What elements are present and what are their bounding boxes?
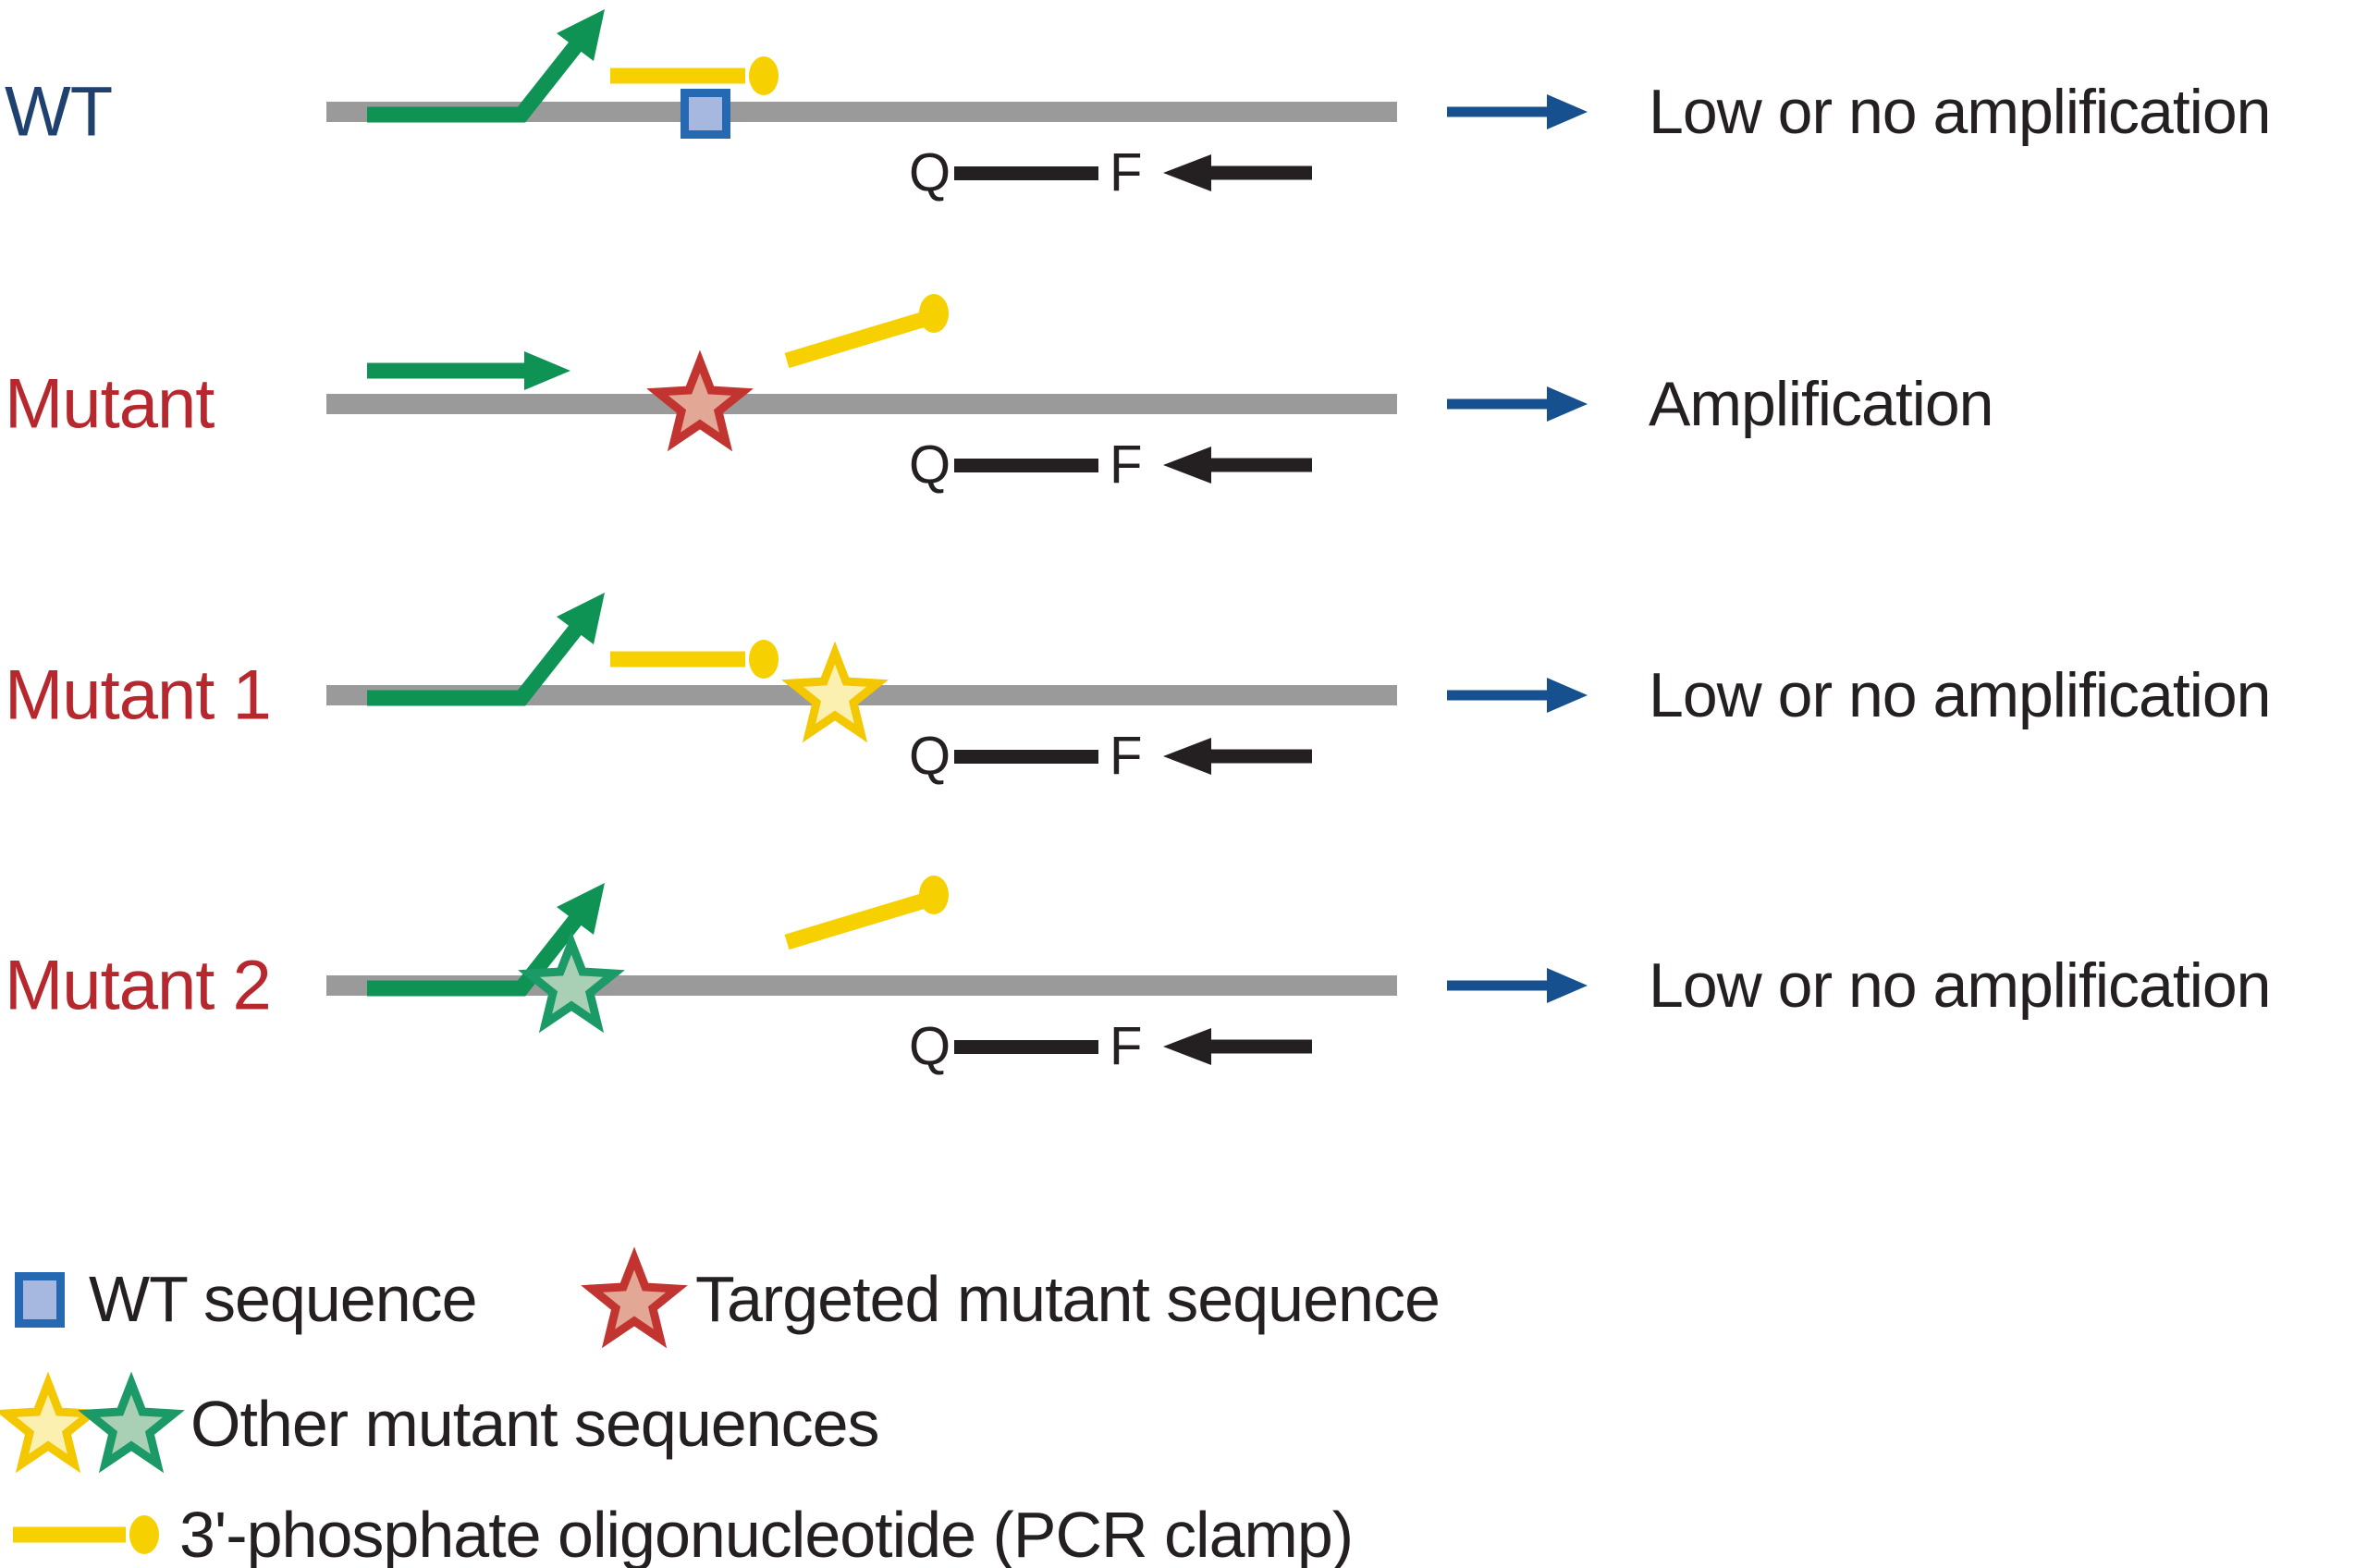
fluorophore-label: F [1110,726,1143,787]
other-mutant-star-yellow-marker [781,641,889,743]
row-label-mutant: Mutant [5,364,215,444]
outcome-label: Low or no amplification [1649,77,2271,147]
legend-clamp-label: 3'-phosphate oligonucleotide (PCR clamp) [179,1499,1354,1568]
probe-bar [954,750,1098,764]
quencher-label: Q [909,435,951,496]
legend-targeted-mutant-star-icon [581,1246,688,1349]
outcome-label: Amplification [1649,369,1993,439]
reverse-primer-arrow-icon [1163,447,1312,484]
legend-wt-square-icon [15,1272,65,1328]
dna-strand [326,102,1397,122]
legend-targeted-label: Targeted mutant sequence [695,1263,1441,1335]
legend-pcr-clamp-icon [13,1515,159,1554]
legend-other-mutant-star-yellow-icon [0,1371,102,1474]
probe-bar [954,1040,1098,1054]
legend-other-mutant-star-green-icon [78,1371,185,1474]
fluorophore-label: F [1110,435,1143,496]
legend-other-label: Other mutant sequences [190,1388,880,1460]
outcome-arrow-icon [1447,386,1588,422]
reverse-primer-arrow-icon [1163,1028,1312,1065]
targeted-mutant-star-marker [646,349,754,452]
pcr-clamp-displaced-icon [784,294,949,369]
outcome-arrow-icon [1447,94,1588,129]
probe-bar [954,166,1098,180]
fluorophore-label: F [1110,142,1143,203]
row-label-wt: WT [5,72,113,152]
pcr-clamp-bound-icon [610,640,779,679]
pcr-clamp-displaced-icon [784,876,949,950]
outcome-arrow-icon [1447,678,1588,713]
forward-primer-blocked-arrow-icon [367,883,605,997]
reverse-primer-arrow-icon [1163,154,1312,191]
reverse-primer-arrow-icon [1163,738,1312,775]
row-label-mutant-2: Mutant 2 [5,946,272,1025]
outcome-label: Low or no amplification [1649,660,2271,730]
quencher-label: Q [909,1016,951,1077]
other-mutant-star-green-marker [518,931,625,1034]
outcome-label: Low or no amplification [1649,950,2271,1021]
forward-primer-blocked-arrow-icon [367,9,605,123]
legend-wt-label: WT sequence [89,1263,478,1335]
forward-primer-annealed-arrow-icon [367,351,570,390]
wt-square-marker [681,89,730,139]
outcome-arrow-icon [1447,968,1588,1003]
quencher-label: Q [909,726,951,787]
pcr-clamp-bound-icon [610,56,779,95]
forward-primer-blocked-arrow-icon [367,593,605,706]
fluorophore-label: F [1110,1016,1143,1077]
dna-strand [326,394,1397,414]
quencher-label: Q [909,142,951,203]
probe-bar [954,459,1098,472]
row-label-mutant-1: Mutant 1 [5,655,272,735]
